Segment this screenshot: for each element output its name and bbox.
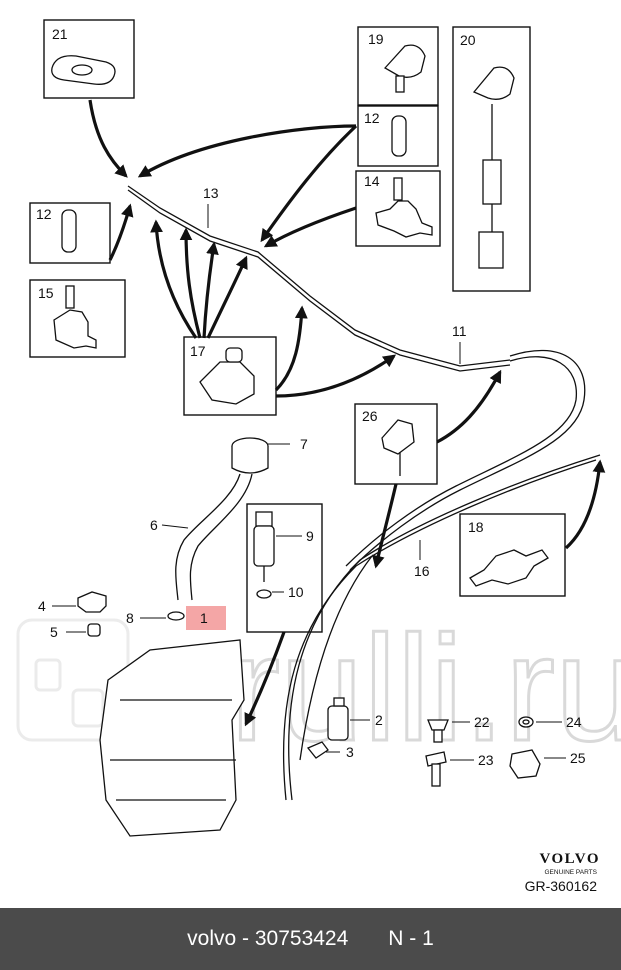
callout-26: 26 [362, 408, 378, 424]
callout-12: 12 [36, 206, 52, 222]
box-12-hose-top[interactable]: 12 [357, 105, 439, 167]
callout-13: 13 [203, 185, 219, 201]
footer-bar: volvo - 30753424 N - 1 [0, 908, 621, 970]
callout-7: 7 [300, 436, 308, 452]
callout-3: 3 [346, 744, 354, 760]
footer-page-indicator: N - 1 [388, 927, 434, 950]
box-21-clip[interactable]: 21 [43, 19, 135, 99]
box-14-connector[interactable]: 14 [355, 170, 441, 247]
grommet-5[interactable]: 5 [50, 623, 101, 640]
hose-13: 13 [127, 185, 511, 372]
nut-25[interactable]: 25 [509, 749, 586, 779]
hose-16: 16 [282, 454, 601, 801]
callout-21: 21 [52, 26, 68, 42]
brand-tagline: GENUINE PARTS [545, 869, 598, 876]
box-17-clip[interactable]: 17 [183, 336, 277, 416]
callout-2: 2 [375, 712, 383, 728]
washer-tank[interactable] [99, 639, 245, 837]
footer-part-number: volvo - 30753424 [187, 927, 349, 950]
callout-4: 4 [38, 598, 46, 614]
box-12-hose-left[interactable]: 12 [29, 202, 111, 264]
box-20-nozzle-heated[interactable]: 20 [452, 26, 531, 292]
callout-8: 8 [126, 610, 134, 626]
callout-20: 20 [460, 32, 476, 48]
callout-18: 18 [468, 519, 484, 535]
callout-16: 16 [414, 563, 430, 579]
callout-9: 9 [306, 528, 314, 544]
box-26-clip[interactable]: 26 [354, 403, 438, 485]
box-15-connector[interactable]: 15 [29, 279, 126, 358]
highlight-callout-1[interactable]: 1 [186, 606, 226, 630]
callout-12: 12 [364, 110, 380, 126]
box-19-nozzle[interactable]: 19 [357, 26, 439, 106]
callout-23: 23 [478, 752, 494, 768]
callout-17: 17 [190, 343, 206, 359]
grommet-3[interactable]: 3 [306, 741, 354, 760]
filler-pipe-6[interactable]: 6 [150, 473, 253, 601]
callout-10: 10 [288, 584, 304, 600]
bolt-23[interactable]: 23 [425, 751, 494, 787]
brand-name: VOLVO [539, 851, 600, 867]
filler-cap-7[interactable]: 7 [231, 436, 308, 474]
arrows [88, 99, 606, 727]
clip-22[interactable]: 22 [427, 714, 490, 743]
washer-24[interactable]: 24 [518, 714, 582, 730]
reference-number: GR-360162 [525, 878, 598, 894]
callout-1: 1 [200, 610, 208, 626]
oring-8[interactable]: 8 [126, 610, 185, 626]
box-18-connector[interactable]: 18 [459, 513, 566, 597]
callout-22: 22 [474, 714, 490, 730]
callout-15: 15 [38, 285, 54, 301]
hose-11: 11 [345, 323, 586, 571]
callout-11: 11 [452, 323, 467, 339]
brand-block: VOLVO GENUINE PARTS GR-360162 [525, 851, 600, 894]
parts-diagram: rulli.ru 21 19 12 14 20 [16, 19, 621, 894]
callout-24: 24 [566, 714, 582, 730]
callout-25: 25 [570, 750, 586, 766]
callout-19: 19 [368, 31, 384, 47]
level-sensor-4[interactable]: 4 [38, 591, 107, 614]
box-9-pump[interactable]: 9 10 [246, 503, 323, 633]
pump-2[interactable]: 2 [327, 697, 383, 741]
callout-5: 5 [50, 624, 58, 640]
callout-14: 14 [364, 173, 380, 189]
callout-6: 6 [150, 517, 158, 533]
